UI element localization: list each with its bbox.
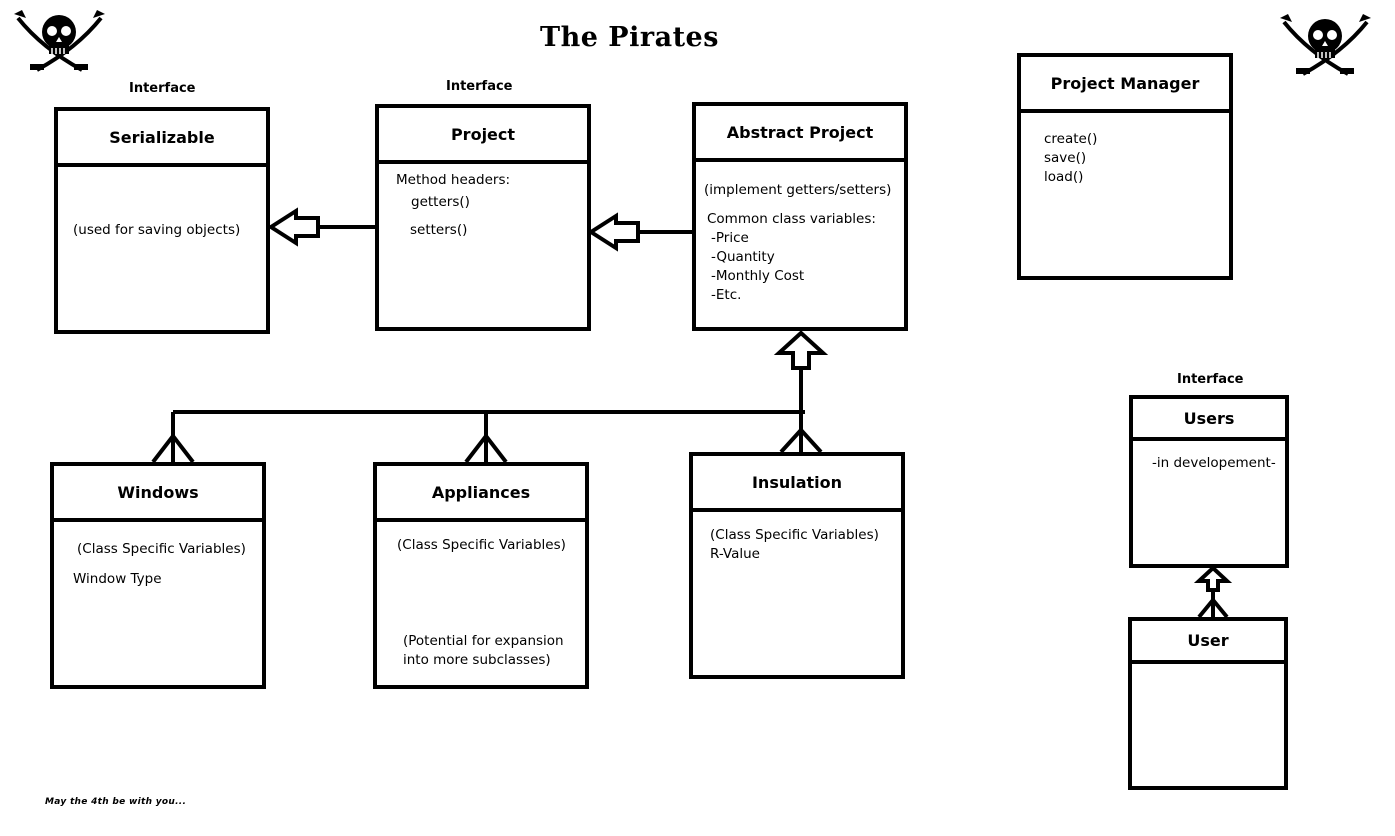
- class-line: -Quantity: [711, 249, 775, 265]
- class-line: R-Value: [710, 546, 760, 562]
- class-name: Project: [379, 108, 587, 164]
- class-line: create(): [1044, 131, 1098, 147]
- skull-crossed-swords-icon: [1280, 14, 1371, 76]
- hollow-arrowhead: [773, 330, 829, 370]
- class-name: Serializable: [58, 111, 266, 167]
- class-name: Appliances: [377, 466, 585, 522]
- stereotype-label-users: Interface: [1177, 372, 1244, 387]
- class-name: Windows: [54, 466, 262, 522]
- class-box-project-manager: Project Manager create() save() load(): [1017, 53, 1233, 280]
- class-box-serializable: Serializable (used for saving objects): [54, 107, 270, 334]
- skull-crossed-swords-icon: [14, 10, 105, 72]
- hollow-arrowhead: [587, 212, 640, 252]
- class-line: Method headers:: [396, 172, 511, 188]
- class-line: (Class Specific Variables): [710, 527, 879, 543]
- class-line: (implement getters/setters): [704, 182, 892, 198]
- crowfoot-mark: [779, 427, 823, 454]
- class-line: (Class Specific Variables): [397, 537, 566, 553]
- class-line: -Monthly Cost: [711, 268, 805, 284]
- class-line: getters(): [411, 194, 470, 210]
- class-line: (Class Specific Variables): [77, 541, 246, 557]
- class-line: into more subclasses): [403, 652, 551, 668]
- class-box-users: Users -in developement-: [1129, 395, 1289, 568]
- diagram-title: The Pirates: [540, 22, 719, 53]
- class-name: Abstract Project: [696, 106, 904, 162]
- class-box-windows: Windows (Class Specific Variables) Windo…: [50, 462, 266, 689]
- class-box-insulation: Insulation (Class Specific Variables) R-…: [689, 452, 905, 679]
- class-line: save(): [1044, 150, 1087, 166]
- crowfoot-mark: [1197, 596, 1229, 619]
- class-box-user: User: [1128, 617, 1288, 790]
- stereotype-label-serializable: Interface: [129, 81, 196, 96]
- class-name: Users: [1133, 399, 1285, 441]
- class-line: -in developement-: [1152, 455, 1276, 471]
- class-line: (Potential for expansion: [403, 633, 564, 649]
- class-name: Insulation: [693, 456, 901, 512]
- class-name: User: [1132, 621, 1284, 664]
- stereotype-label-project: Interface: [446, 79, 513, 94]
- class-box-project: Project Method headers: getters() setter…: [375, 104, 591, 331]
- class-line: Common class variables:: [707, 211, 876, 227]
- hollow-arrowhead: [267, 207, 320, 247]
- class-line: -Etc.: [711, 287, 742, 303]
- class-line: -Price: [711, 230, 749, 246]
- crowfoot-mark: [464, 432, 508, 464]
- class-line: setters(): [410, 222, 468, 238]
- class-line: Window Type: [73, 571, 162, 587]
- class-line: (used for saving objects): [73, 222, 241, 238]
- class-box-appliances: Appliances (Class Specific Variables) (P…: [373, 462, 589, 689]
- hollow-arrowhead: [1193, 565, 1233, 592]
- footer-text: May the 4th be with you...: [45, 797, 187, 807]
- class-name: Project Manager: [1021, 57, 1229, 113]
- class-line: load(): [1044, 169, 1084, 185]
- crowfoot-mark: [151, 432, 195, 464]
- class-box-abstract-project: Abstract Project (implement getters/sett…: [692, 102, 908, 331]
